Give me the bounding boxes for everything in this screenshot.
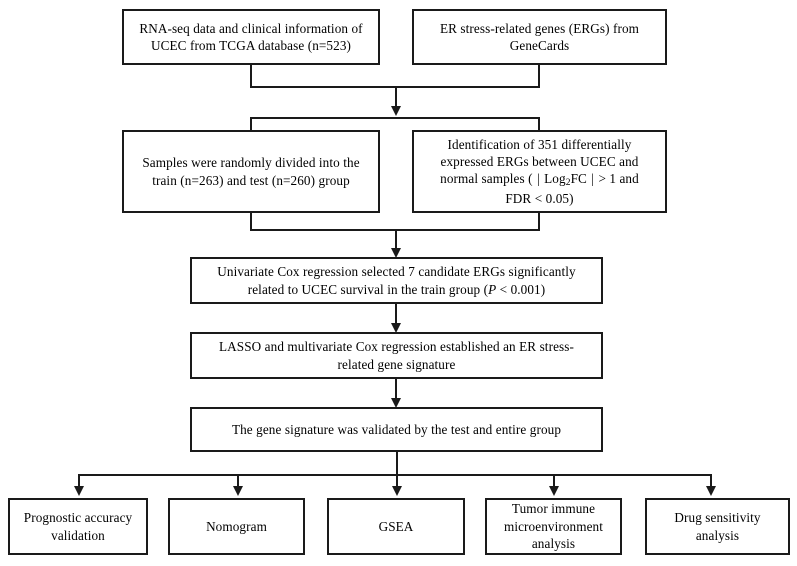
node-sample-split: Samples were randomly divided into the t… (122, 130, 380, 213)
node-output-2-line1: GSEA (378, 518, 414, 534)
node-univariate-line1: Univariate Cox regression selected 7 can… (217, 264, 576, 280)
edge-split-to-samples (250, 117, 252, 131)
edge-genecards-down (538, 65, 540, 88)
edge-univariate-to-lasso-arrowhead (391, 323, 401, 333)
node-lasso-cox: LASSO and multivariate Cox regression es… (190, 332, 603, 379)
edge-output-3-arrowhead (392, 486, 402, 496)
node-lasso-line1: LASSO and multivariate Cox regression es… (219, 339, 574, 355)
node-output-4-line2: analysis (695, 527, 740, 543)
node-deg-line3-b: Log (540, 171, 566, 187)
node-output-3-line1: Tumor immune (511, 501, 596, 517)
edge-univariate-to-lasso-stem (395, 304, 397, 325)
edge-merge-to-split-stem (395, 86, 397, 108)
node-deg-line3: normal samples ( | Log2FC | > 1 and (440, 171, 639, 189)
node-erg-genecards: ER stress-related genes (ERGs) from Gene… (412, 9, 667, 65)
node-output-0-line1: Prognostic accuracy (23, 510, 133, 526)
node-output-4-line1: Drug sensitivity (674, 510, 761, 526)
node-deg-log-subscript: 2 (565, 178, 571, 189)
node-deg-pipe-open: | (537, 171, 540, 187)
node-sample-split-line1: Samples were randomly divided into the (142, 155, 360, 171)
node-rnaseq-data-line1: RNA-seq data and clinical information of (139, 20, 363, 36)
node-deg-line1: Identification of 351 differentially (447, 136, 632, 152)
edge-samples-down (250, 213, 252, 231)
node-output-1-line1: Nomogram (206, 518, 267, 534)
node-univariate-cox: Univariate Cox regression selected 7 can… (190, 257, 603, 304)
node-erg-genecards-line2: GeneCards (509, 38, 570, 53)
edge-output-2-arrowhead (233, 486, 243, 496)
node-deg-line3-a: normal samples ( (440, 171, 536, 187)
edge-output-4-arrowhead (549, 486, 559, 496)
node-lasso-line2: related gene signature (337, 356, 456, 372)
node-output-3-line3: analysis (531, 536, 576, 552)
node-univariate-line2-b: < 0.001) (496, 281, 546, 297)
edge-lasso-to-validation-stem (395, 379, 397, 401)
edge-split-to-deg (538, 117, 540, 131)
node-output-prognostic-accuracy: Prognostic accuracy validation (8, 498, 148, 555)
edge-merge-to-split-arrowhead (391, 106, 401, 116)
node-univariate-line2-a: related to UCEC survival in the train gr… (247, 281, 489, 297)
edge-output-1-drop (78, 474, 80, 488)
edge-split-bar (250, 117, 540, 119)
edge-outputs-distribution-bar (78, 474, 712, 476)
node-deg-line3-d: > 1 and (595, 171, 639, 187)
node-univariate-p-value-symbol: P (488, 281, 497, 297)
edge-output-2-drop (237, 474, 239, 488)
edge-output-3-drop (396, 474, 398, 488)
edge-rnaseq-down (250, 65, 252, 88)
node-validation-line1: The gene signature was validated by the … (231, 421, 562, 437)
node-deg-pipe-close: | (591, 171, 595, 187)
node-deg-identification: Identification of 351 differentially exp… (412, 130, 667, 213)
node-univariate-line2: related to UCEC survival in the train gr… (248, 282, 546, 297)
node-output-tumor-immune-microenvironment: Tumor immune microenvironment analysis (485, 498, 622, 555)
node-rnaseq-data-line2: UCEC from TCGA database (n=523) (150, 38, 352, 53)
node-erg-genecards-line1: ER stress-related genes (ERGs) from (439, 20, 640, 36)
node-deg-line2: expressed ERGs between UCEC and (440, 153, 639, 169)
node-output-gsea: GSEA (327, 498, 465, 555)
node-rnaseq-data: RNA-seq data and clinical information of… (122, 9, 380, 65)
edge-output-5-drop (710, 474, 712, 488)
edge-output-1-arrowhead (74, 486, 84, 496)
node-validation: The gene signature was validated by the … (190, 407, 603, 452)
edge-row2-to-univariate-arrowhead (391, 248, 401, 258)
node-output-3-line2: microenvironment (503, 518, 603, 534)
edge-row2-to-univariate-stem (395, 229, 397, 250)
node-output-0-line2: validation (51, 527, 105, 543)
node-output-nomogram: Nomogram (168, 498, 305, 555)
edge-validation-down-stem (396, 452, 398, 476)
edge-deg-down (538, 213, 540, 231)
node-deg-line4: FDR < 0.05) (505, 191, 574, 207)
edge-output-4-drop (553, 474, 555, 488)
edge-lasso-to-validation-arrowhead (391, 398, 401, 408)
node-output-drug-sensitivity: Drug sensitivity analysis (645, 498, 790, 555)
node-deg-line3-c: FC (570, 171, 591, 187)
edge-output-5-arrowhead (706, 486, 716, 496)
node-sample-split-line2: train (n=263) and test (n=260) group (152, 172, 350, 188)
